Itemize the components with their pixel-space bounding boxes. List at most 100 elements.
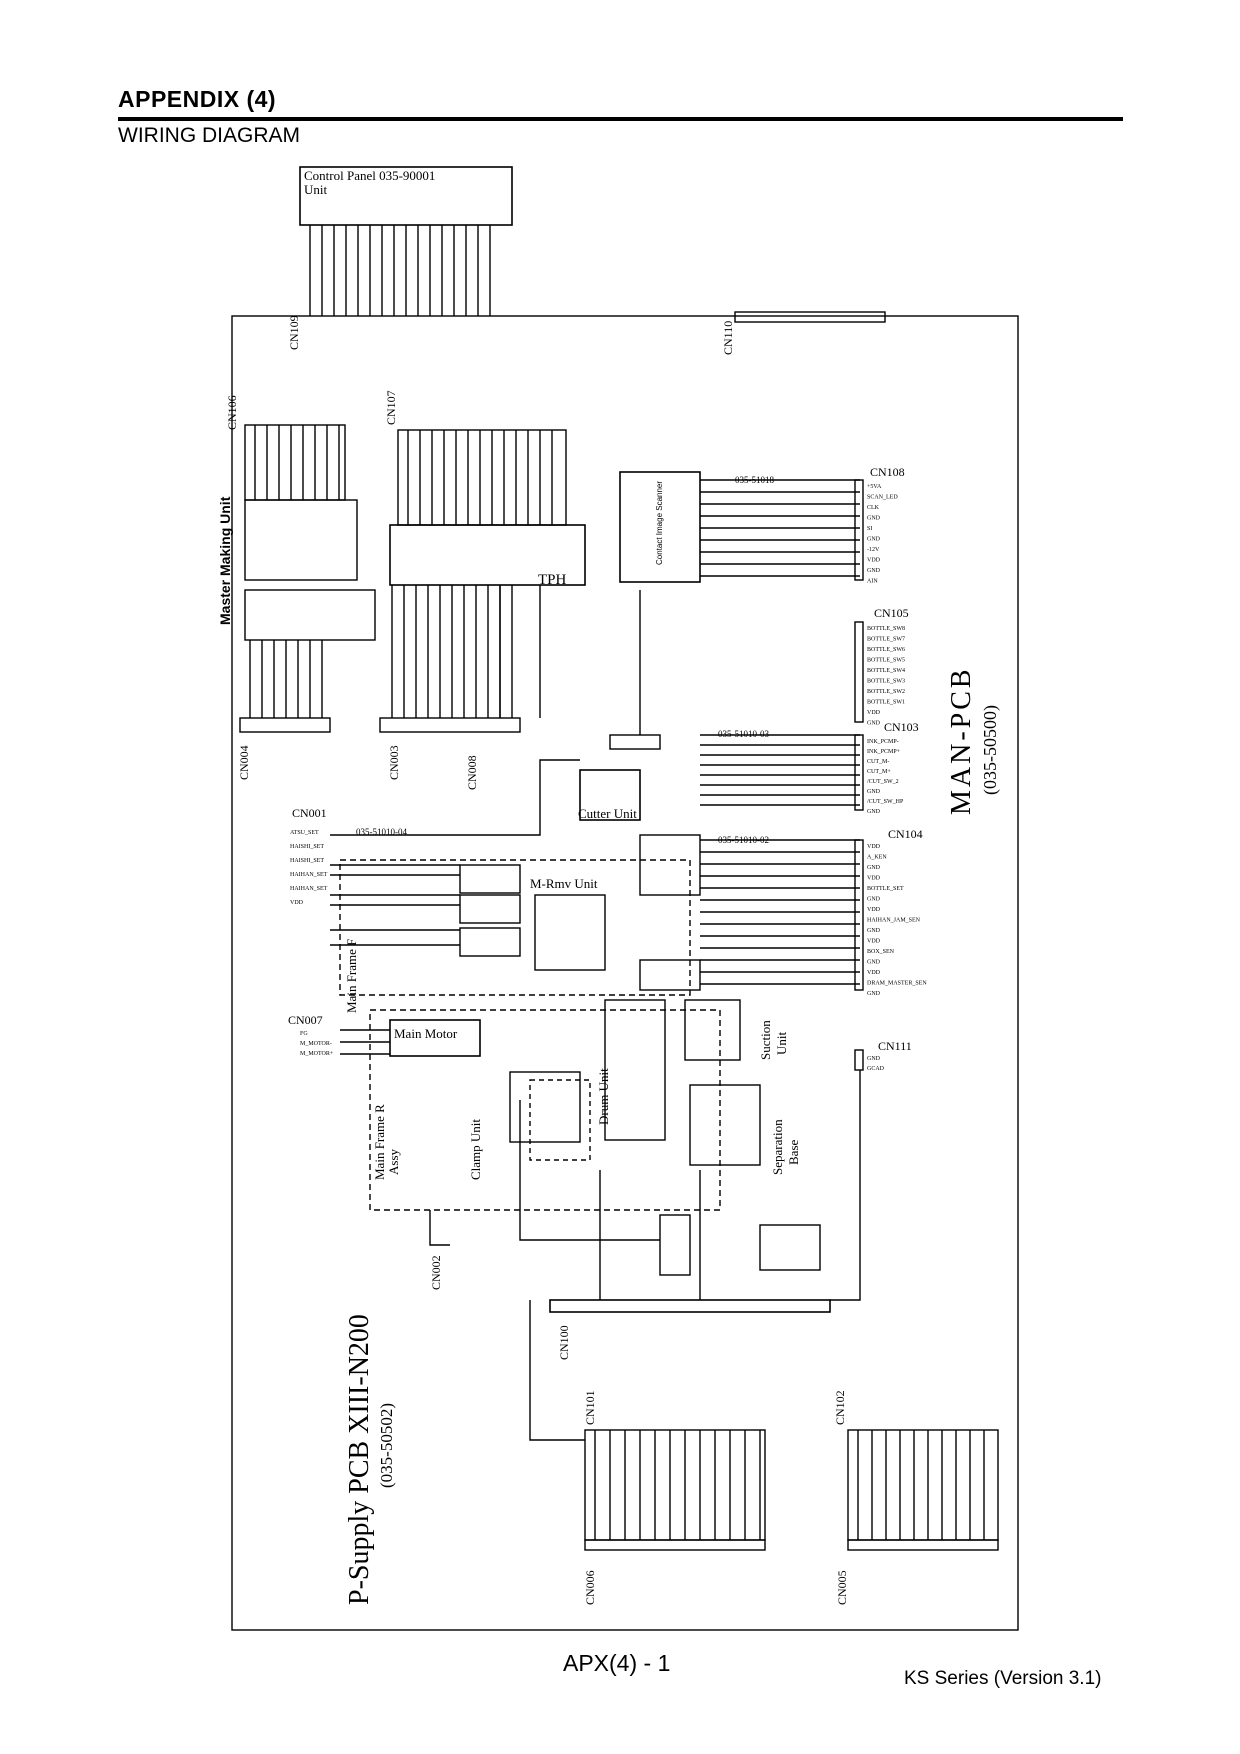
cn007-pin-label: FG bbox=[300, 1031, 308, 1037]
clamp-unit-box bbox=[509, 1071, 581, 1143]
cn111-pin-label: GCAD bbox=[867, 1066, 885, 1072]
cn108-pin-label: GND bbox=[867, 537, 881, 543]
cn102-label: CN102 bbox=[833, 1390, 847, 1425]
cn005-label: CN005 bbox=[835, 1570, 849, 1605]
cn105-pin-label: BOTTLE_SW4 bbox=[867, 668, 905, 674]
cn104-pin-label: GND bbox=[867, 928, 881, 934]
cn104-pin-label: BOX_SEN bbox=[867, 949, 895, 955]
psu-pcb-part: (035-50502) bbox=[377, 1403, 396, 1488]
cn104-pin-label: VDD bbox=[867, 970, 881, 976]
cn108-pin-label: SI bbox=[867, 526, 872, 532]
cn104-pin-labels: VDDA_KENGNDVDDBOTTLE_SETGNDVDDHAIHAN_JAM… bbox=[867, 844, 927, 997]
cn108-pin-label: GND bbox=[867, 516, 881, 522]
cn104-pin-label: VDD bbox=[867, 876, 881, 882]
cn001-label: CN001 bbox=[292, 806, 327, 820]
separation-base-box bbox=[689, 1084, 761, 1166]
cn111-pin-label: GND bbox=[867, 1056, 881, 1062]
cn103-pin-label: /CUT_SW_HP bbox=[867, 799, 904, 805]
cn001-pin-label: HAIHAN_SET bbox=[290, 872, 328, 878]
cn007-pin-label: M_MOTOR- bbox=[300, 1041, 332, 1047]
main-frame-r-outline bbox=[369, 1009, 721, 1211]
cn105-pin-label: BOTTLE_SW5 bbox=[867, 658, 905, 664]
cn111-label: CN111 bbox=[878, 1039, 912, 1053]
cn104-pin-label: GND bbox=[867, 991, 881, 997]
cn110-strip bbox=[734, 311, 886, 323]
suction-unit-box bbox=[684, 999, 741, 1061]
cn111-pin-labels: GND GCAD bbox=[867, 1056, 885, 1072]
cn105-pin-label: BOTTLE_SW1 bbox=[867, 700, 905, 706]
cn001-pin-label: HAIHAN_SET bbox=[290, 886, 328, 892]
psu-pcb-name: P-Supply PCB XIII-N200 bbox=[344, 1314, 375, 1605]
cn103-pin-label: /CUT_SW_2 bbox=[867, 779, 899, 785]
cn104-pin-label: HAIHAN_JAM_SEN bbox=[867, 918, 921, 924]
cn103-pin-label: CUT_M- bbox=[867, 759, 889, 765]
cn104-pin-label: A_KEN bbox=[867, 855, 887, 861]
cn004-label: CN004 bbox=[237, 745, 251, 780]
contact-image-scanner-label: Contact Image Scanner bbox=[655, 481, 664, 565]
wire-label-51018: 035-51018 bbox=[735, 475, 774, 485]
cn103-pin-label: CUT_M+ bbox=[867, 769, 891, 775]
cn001-pin-label: ATSU_SET bbox=[290, 830, 319, 836]
cutter-unit-label: Cutter Unit bbox=[578, 806, 637, 821]
cn110-label: CN110 bbox=[721, 321, 735, 355]
appendix-title: APPENDIX (4) bbox=[118, 86, 277, 112]
tph-label: TPH bbox=[538, 572, 567, 588]
cn105-label: CN105 bbox=[874, 606, 909, 620]
cn108-pin-label: AIN bbox=[867, 579, 878, 585]
master-making-unit-label: Master Making Unit bbox=[217, 496, 233, 625]
cn002-label: CN002 bbox=[429, 1255, 443, 1290]
main-pcb-part: (035-50500) bbox=[980, 705, 1001, 795]
control-panel-unit: Unit bbox=[304, 182, 328, 197]
cn104-pin-label: VDD bbox=[867, 939, 881, 945]
header-rule bbox=[118, 117, 1123, 121]
cutter-unit-box bbox=[579, 769, 641, 821]
cn003-label: CN003 bbox=[387, 745, 401, 780]
clamp-unit-label: Clamp Unit bbox=[468, 1119, 483, 1180]
cn001-pin-label: VDD bbox=[290, 900, 304, 906]
cn106-label: CN106 bbox=[225, 395, 239, 430]
cn108-label: CN108 bbox=[870, 465, 905, 479]
cn001-pin-label: HAISHI_SET bbox=[290, 844, 324, 850]
cn105-pin-label: VDD bbox=[867, 710, 881, 716]
m-rmv-unit-label: M-Rmv Unit bbox=[530, 876, 598, 891]
cn104-pin-label: GND bbox=[867, 897, 881, 903]
main-frame-r-label: Main Frame R bbox=[372, 1104, 387, 1180]
suction-unit-label: Unit bbox=[774, 1032, 789, 1056]
cn108-pin-label: SCAN_LED bbox=[867, 495, 898, 501]
cn107-label: CN107 bbox=[384, 390, 398, 425]
suction-label: Suction bbox=[758, 1020, 773, 1060]
cn105-pin-label: BOTTLE_SW8 bbox=[867, 626, 905, 632]
cn104-pin-label: DRAM_MASTER_SEN bbox=[867, 981, 927, 987]
main-motor-label: Main Motor bbox=[394, 1026, 458, 1041]
main-motor-box bbox=[389, 1019, 481, 1057]
diagram-frame bbox=[231, 315, 1019, 1631]
cn001-pin-labels: ATSU_SET HAISHI_SET HAISHI_SET HAIHAN_SET HA… bbox=[290, 830, 328, 906]
cn104-pin-label: VDD bbox=[867, 844, 881, 850]
cn105-pin-label: GND bbox=[867, 721, 881, 727]
cn001-pin-label: HAISHI_SET bbox=[290, 858, 324, 864]
cn108-pin-label: CLK bbox=[867, 505, 880, 511]
master-making-sensors bbox=[244, 499, 358, 581]
drum-unit-label: Drum Unit bbox=[596, 1068, 611, 1125]
cn105-pin-label: BOTTLE_SW2 bbox=[867, 689, 905, 695]
cn007-label: CN007 bbox=[288, 1013, 323, 1027]
cn100-strip bbox=[549, 1299, 831, 1313]
cn105-pin-label: BOTTLE_SW3 bbox=[867, 679, 905, 685]
cn101-label: CN101 bbox=[583, 1390, 597, 1425]
main-frame-f-label: Main Frame F bbox=[344, 939, 359, 1013]
control-panel-title: Control Panel 035-90001 bbox=[304, 168, 435, 183]
main-frame-f-outline bbox=[339, 859, 691, 996]
main-frame-r-assy-label: Assy bbox=[386, 1148, 401, 1175]
cn103-pin-label: INK_PCMP- bbox=[867, 739, 899, 745]
drum-unit-box bbox=[604, 999, 666, 1141]
cn100-label: CN100 bbox=[557, 1325, 571, 1360]
cn108-pin-label: +5VA bbox=[867, 484, 882, 490]
cn007-pin-labels: FGM_MOTOR-M_MOTOR+ bbox=[300, 1031, 334, 1057]
contact-image-scanner-box bbox=[619, 471, 701, 583]
cn105-pin-labels: BOTTLE_SW8BOTTLE_SW7BOTTLE_SW6BOTTLE_SW5… bbox=[867, 626, 905, 727]
main-pcb-name: MAN-PCB bbox=[946, 666, 977, 815]
cn109-label: CN109 bbox=[287, 315, 301, 350]
cn104-label: CN104 bbox=[888, 827, 923, 841]
